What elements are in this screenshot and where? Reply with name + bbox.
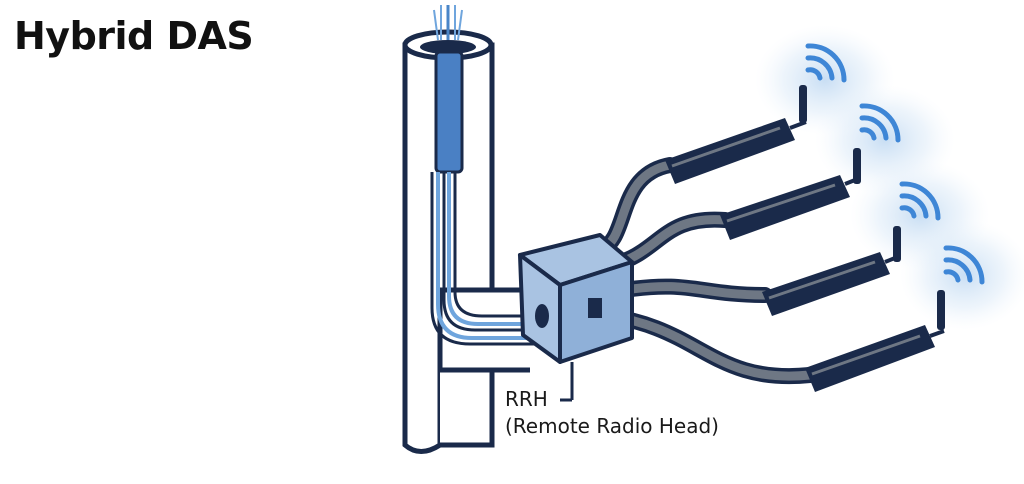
callout-line-1: RRH: [505, 387, 548, 411]
antenna-1: [665, 85, 807, 184]
fiber-bundle: [430, 5, 550, 346]
callout-leader-line: [560, 362, 574, 402]
signal-wave-1: [805, 43, 847, 83]
signal-wave-2: [859, 103, 901, 143]
rrh-callout: RRH (Remote Radio Head): [505, 386, 719, 440]
diagram-title: Hybrid DAS: [14, 14, 254, 58]
signal-wave-3: [899, 181, 941, 221]
antenna-units: [665, 85, 945, 392]
signal-waves: [805, 43, 985, 285]
antenna-4: [805, 290, 945, 392]
signal-wave-4: [943, 245, 985, 285]
antenna-2: [720, 148, 861, 240]
antenna-3: [762, 226, 901, 316]
callout-line-2: (Remote Radio Head): [505, 414, 719, 438]
rrh-box: [518, 233, 634, 364]
